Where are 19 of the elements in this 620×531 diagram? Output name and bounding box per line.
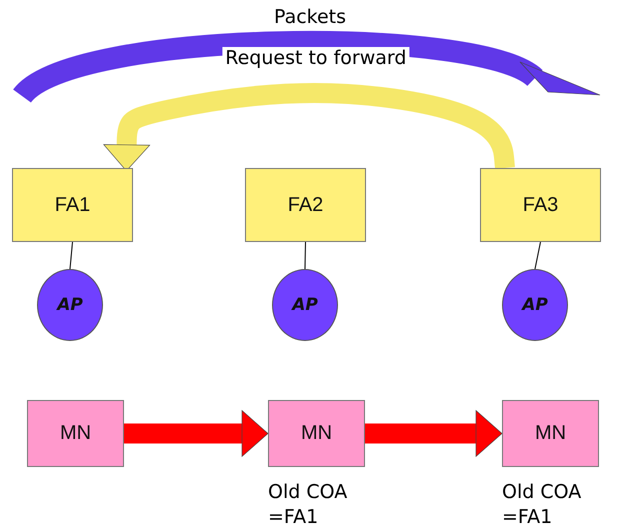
node-label: FA3 — [522, 194, 558, 216]
mobile-node-box — [268, 400, 365, 467]
mobile-node-box — [27, 400, 124, 467]
node-label: FA1 — [54, 194, 90, 216]
node-label: MN — [60, 422, 92, 445]
agent-box — [245, 168, 366, 242]
arrow-label: Packets — [274, 6, 346, 28]
node-label: MN — [300, 422, 332, 445]
node-label: AP — [292, 295, 318, 315]
agent-box — [480, 168, 601, 242]
node-note: Old COA =FA1 — [502, 480, 582, 530]
edge-label: Request to forward — [222, 47, 410, 69]
node-label: MN — [534, 422, 566, 445]
node-label: AP — [57, 295, 83, 315]
mobile-node-box — [502, 400, 599, 467]
agent-box — [12, 168, 133, 242]
node-note: Old COA =FA1 — [268, 480, 348, 530]
node-label: FA2 — [288, 194, 324, 216]
node-label: AP — [522, 295, 548, 315]
